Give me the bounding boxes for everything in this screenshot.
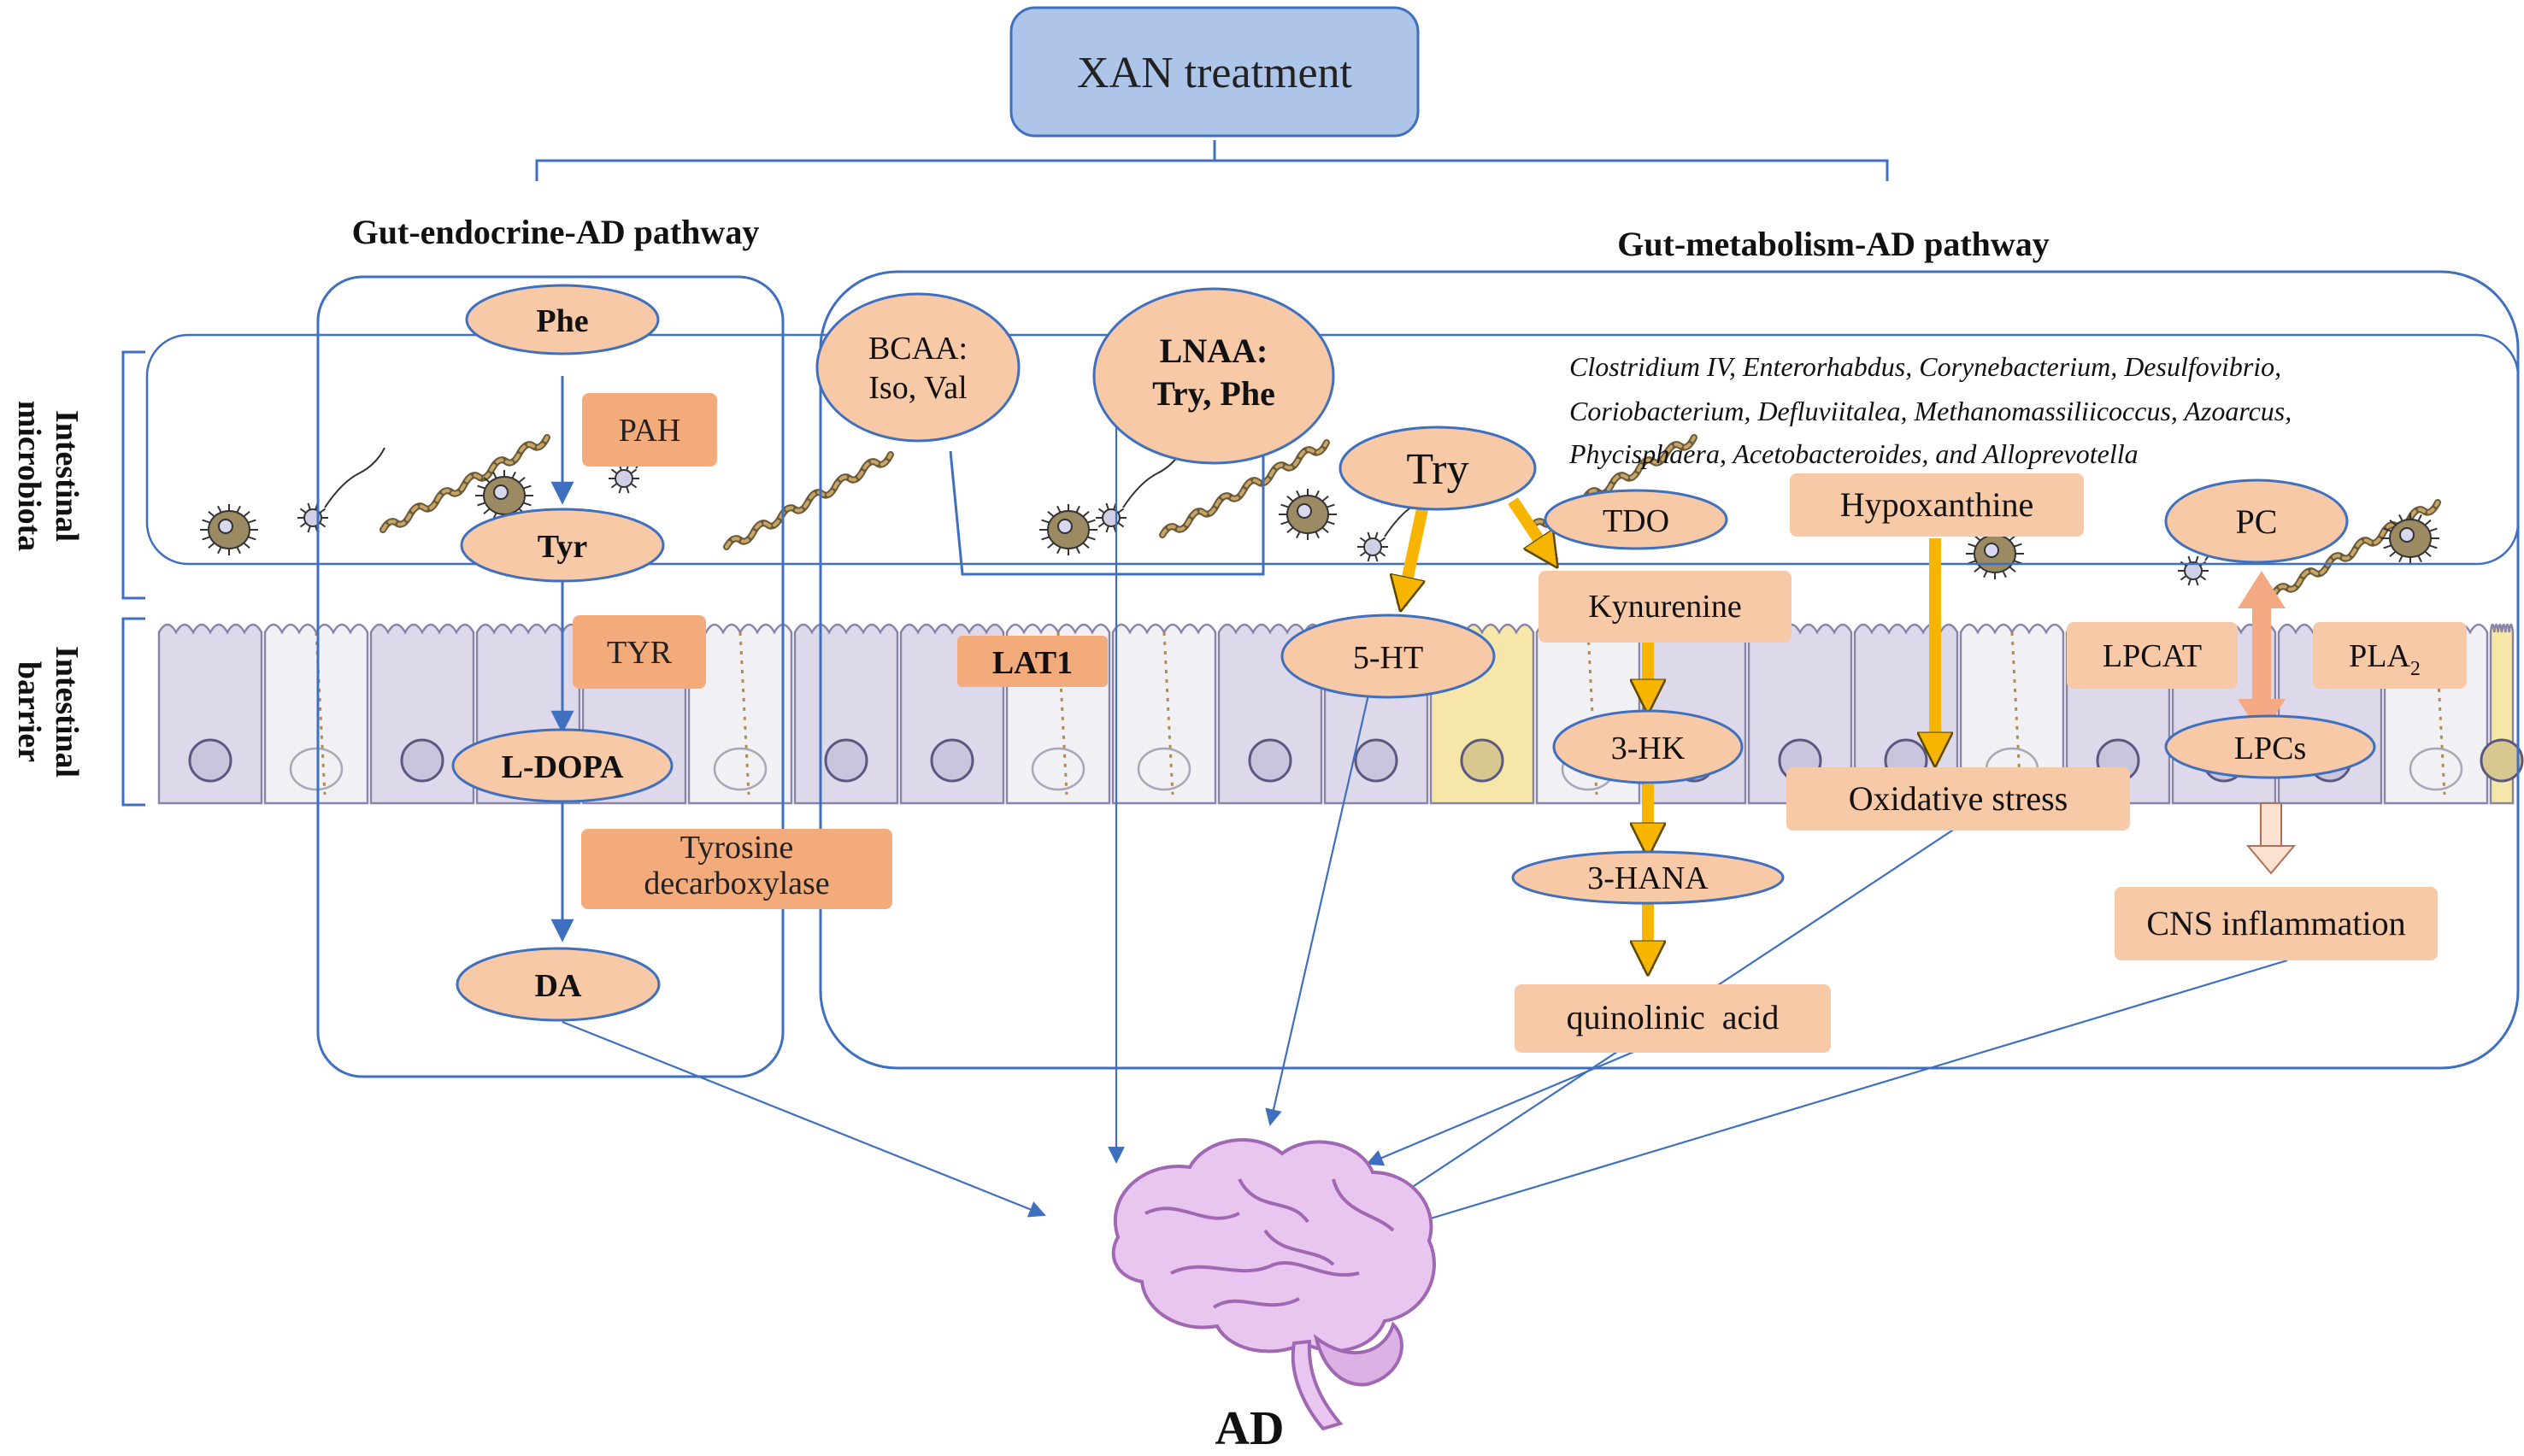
tyr-enzyme-label: TYR — [607, 635, 673, 671]
tdo-label: TDO — [1603, 503, 1669, 539]
pc-label: PC — [2236, 502, 2278, 541]
tyrosine-decarboxylase-box — [581, 829, 892, 909]
hypoxanthine-box — [1790, 473, 2084, 537]
phe-node — [465, 284, 660, 355]
ad-label: AD — [1215, 1402, 1285, 1452]
cns-inflammation-box — [2115, 887, 2438, 960]
pla2-box — [2313, 622, 2467, 689]
lnaa-node — [1092, 287, 1335, 465]
svg-text:Intestinal: Intestinal — [49, 646, 85, 778]
svg-text:microbiota: microbiota — [11, 401, 47, 552]
lpcs-to-cns-arrow — [2245, 802, 2297, 875]
metabolism-pathway-title: Gut-metabolism-AD pathway — [1617, 225, 2050, 263]
bacteria-line-3: Phycisphaera, Acetobacteroides, and Allo… — [1568, 438, 2139, 469]
serotonin-label: 5-HT — [1353, 640, 1423, 676]
phe-label: Phe — [536, 303, 588, 339]
3hana-node — [1511, 850, 1785, 905]
endocrine-pathway-title: Gut-endocrine-AD pathway — [352, 213, 760, 251]
lnaa-line2: Try, Phe — [1152, 374, 1275, 413]
da-node — [456, 947, 661, 1022]
lat1-label: LAT1 — [992, 645, 1073, 681]
tyr-label: Tyr — [538, 529, 588, 565]
lnaa-transport-frame — [949, 450, 1265, 576]
xan-treatment-label: XAN treatment — [1077, 49, 1353, 97]
lpcs-node — [2164, 714, 2376, 779]
decarboxylase-line1: Tyrosine — [680, 830, 793, 866]
hypoxanthine-label: Hypoxanthine — [1840, 485, 2034, 524]
pc-node — [2164, 478, 2349, 564]
lnaa-line1: LNAA: — [1160, 332, 1268, 370]
bcaa-node — [815, 292, 1021, 443]
lpcat-box — [2067, 622, 2238, 689]
xan-treatment-box — [1009, 6, 1420, 138]
brain-icon — [1111, 1138, 1436, 1431]
svg-text:barrier: barrier — [11, 661, 47, 762]
oxidative-stress-label: Oxidative stress — [1849, 779, 2068, 818]
bacteria-line-1: Clostridium IV, Enterorhabdus, Corynebac… — [1569, 351, 2281, 382]
metabolic-gold-arrows — [1402, 497, 1935, 969]
lat1-transporter-box — [957, 636, 1108, 687]
bcaa-line1: BCAA: — [868, 331, 968, 367]
bcaa-line2: Iso, Val — [868, 370, 967, 406]
da-label: DA — [535, 968, 582, 1004]
lpcat-label: LPCAT — [2103, 638, 2202, 674]
metabolism-pathway-frame — [819, 270, 2520, 1070]
3hana-label: 3-HANA — [1587, 860, 1709, 896]
pla2-label: PLA2 — [2349, 638, 2421, 680]
kynurenine-box — [1539, 571, 1792, 643]
oxidative-stress-box — [1786, 767, 2130, 831]
kynurenine-label: Kynurenine — [1588, 589, 1741, 625]
ldopa-label: L-DOPA — [502, 749, 624, 785]
cns-inflammation-label: CNS inflammation — [2146, 904, 2405, 942]
3hk-node — [1552, 709, 1744, 784]
barrier-bracket — [121, 617, 145, 807]
decarboxylase-line2: decarboxylase — [644, 866, 829, 901]
ldopa-node — [451, 728, 674, 803]
tyr-node — [460, 508, 665, 583]
try-node — [1338, 426, 1537, 511]
quinolinic-acid-box — [1515, 984, 1831, 1053]
try-label: Try — [1406, 445, 1468, 494]
svg-text:Intestinal: Intestinal — [49, 410, 85, 542]
quinolinic-acid-label: quinolinic acid — [1567, 998, 1780, 1036]
microbiota-side-label: Intestinal microbiota — [11, 401, 85, 552]
microbiota-bracket — [121, 350, 145, 600]
pah-label: PAH — [619, 413, 681, 449]
bacteria-line-2: Coriobacterium, Defluviitalea, Methanoma… — [1569, 396, 2292, 426]
tdo-node — [1544, 489, 1728, 550]
microbiota-region-frame — [145, 333, 2520, 566]
lpcs-label: LPCs — [2234, 731, 2306, 766]
tyr-enzyme-box — [573, 615, 706, 689]
pah-enzyme-box — [582, 393, 717, 467]
endocrine-pathway-frame — [316, 275, 785, 1078]
3hk-label: 3-HK — [1611, 731, 1686, 766]
barrier-side-label: Intestinal barrier — [11, 646, 85, 778]
pathway-brace — [535, 140, 1889, 181]
serotonin-node — [1280, 614, 1496, 699]
